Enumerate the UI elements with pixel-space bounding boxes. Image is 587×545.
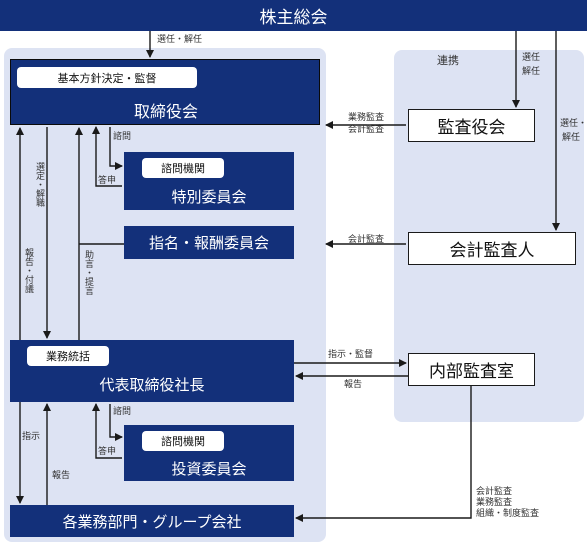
label-advice-proposal: 助言・提言 [83,250,93,295]
label-accounting-audit-2: 会計監査 [348,235,385,245]
label-elect-audit-1: 選任 [522,53,541,63]
label-cooperation: 連携 [437,54,459,67]
arrow-special-to-board [92,126,122,187]
label-accounting-audit-1: 会計監査 [348,125,385,135]
arrow-invest-to-president [92,403,122,459]
label-instruct-supervise: 指示・監督 [328,350,374,360]
shareholders-meeting: 株主総会 [0,0,587,31]
label-instruct: 指示 [22,432,41,442]
label-audit-organization: 組織・制度監査 [476,509,540,519]
label-elect-dismiss-top: 選任・解任 [157,35,203,45]
label-report-div: 報告 [52,471,71,481]
board-tag: 基本方針決定・監督 [17,67,197,88]
label-elect-acct-2: 解任 [562,133,581,143]
president-tag: 業務統括 [27,346,109,366]
board-of-directors: 基本方針決定・監督 取締役会 [10,59,320,125]
label-business-audit: 業務監査 [348,113,385,123]
investment-committee-title: 投資委員会 [171,460,247,478]
audit-board-title: 監査役会 [437,118,506,138]
arrow-board-to-special [109,127,123,170]
accounting-auditor-title: 会計監査人 [449,241,535,261]
label-appoint-dismiss: 選定・解職 [34,162,44,207]
nomination-committee: 指名・報酬委員会 [124,226,294,259]
special-committee-tag: 諮問機関 [142,158,224,178]
investment-committee: 諮問機関 投資委員会 [124,425,294,481]
arrow-internal-to-divisions [295,386,472,522]
shareholders-meeting-title: 株主総会 [259,8,328,28]
label-report-attach: 報告・付議 [23,248,33,293]
nomination-committee-title: 指名・報酬委員会 [148,234,269,252]
special-committee: 諮問機関 特別委員会 [124,152,294,210]
investment-committee-tag: 諮問機関 [142,431,224,451]
label-report-1: 答申 [98,176,117,186]
label-consult-1: 諮問 [113,132,132,142]
audit-board: 監査役会 [408,109,535,142]
label-consult-2: 諮問 [113,407,132,417]
label-audit-business: 業務監査 [476,498,513,508]
label-report-2: 答申 [98,447,117,457]
label-audit-accounting: 会計監査 [476,487,513,497]
president: 業務統括 代表取締役社長 [10,340,294,402]
accounting-auditor: 会計監査人 [408,232,576,265]
label-elect-acct-1: 選任・ [560,119,587,129]
president-title: 代表取締役社長 [99,376,205,394]
divisions-title: 各業務部門・グループ会社 [62,512,242,531]
special-committee-title: 特別委員会 [171,188,247,206]
label-elect-audit-2: 解任 [522,67,541,77]
internal-audit-title: 内部監査室 [429,362,514,382]
divisions: 各業務部門・グループ会社 [10,505,294,537]
board-title: 取締役会 [133,102,198,121]
internal-audit: 内部監査室 [408,353,535,386]
label-report-internal: 報告 [344,380,363,390]
arrow-president-to-invest [109,404,123,441]
